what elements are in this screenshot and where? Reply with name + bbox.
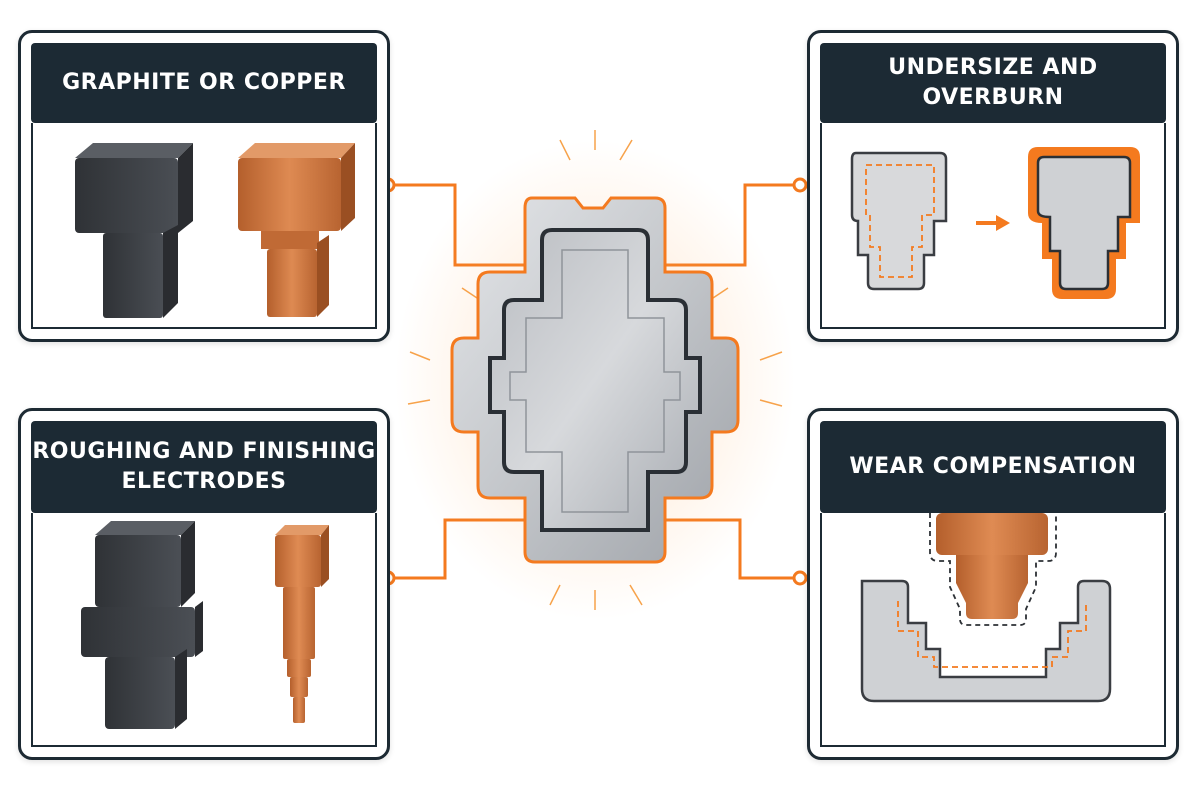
undersized-electrode (850, 151, 948, 291)
electrode-illustration (81, 521, 329, 729)
wear-compensation-illustration (860, 513, 1112, 703)
panel-title: GRAPHITE OR COPPER (62, 70, 346, 95)
panel-header: GRAPHITE OR COPPER (31, 43, 377, 123)
panel-body (31, 513, 377, 747)
panel-roughing-and-finishing: ROUGHING AND FINISHING ELECTRODES (18, 408, 390, 760)
panel-title-line-1: ROUGHING AND FINISHING (32, 439, 376, 464)
overburn-cavity (1028, 147, 1140, 299)
panel-body (820, 513, 1166, 747)
panel-title-line-2: ELECTRODES (121, 469, 287, 494)
panel-body (31, 123, 377, 329)
copper-electrode (238, 143, 355, 317)
panel-header: UNDERSIZE AND OVERBURN (820, 43, 1166, 123)
electrode-illustration (75, 143, 355, 318)
panel-graphite-or-copper: GRAPHITE OR COPPER (18, 30, 390, 342)
edm-cavity-icon (450, 196, 740, 564)
panel-undersize-and-overburn: UNDERSIZE AND OVERBURN (807, 30, 1179, 342)
worn-electrode (929, 513, 1057, 626)
finishing-electrode (275, 525, 329, 723)
panel-wear-compensation: WEAR COMPENSATION (807, 408, 1179, 760)
roughing-electrode (81, 521, 203, 729)
panel-body (820, 123, 1166, 329)
panel-title: UNDERSIZE AND OVERBURN (888, 55, 1098, 110)
panel-header: WEAR COMPENSATION (820, 421, 1166, 513)
graphite-electrode (75, 143, 193, 318)
arrow-right-icon (976, 215, 1010, 231)
undersize-illustration (850, 147, 1140, 299)
panel-title: WEAR COMPENSATION (849, 454, 1137, 479)
workpiece-block (860, 579, 1112, 703)
panel-header: ROUGHING AND FINISHING ELECTRODES (31, 421, 377, 513)
